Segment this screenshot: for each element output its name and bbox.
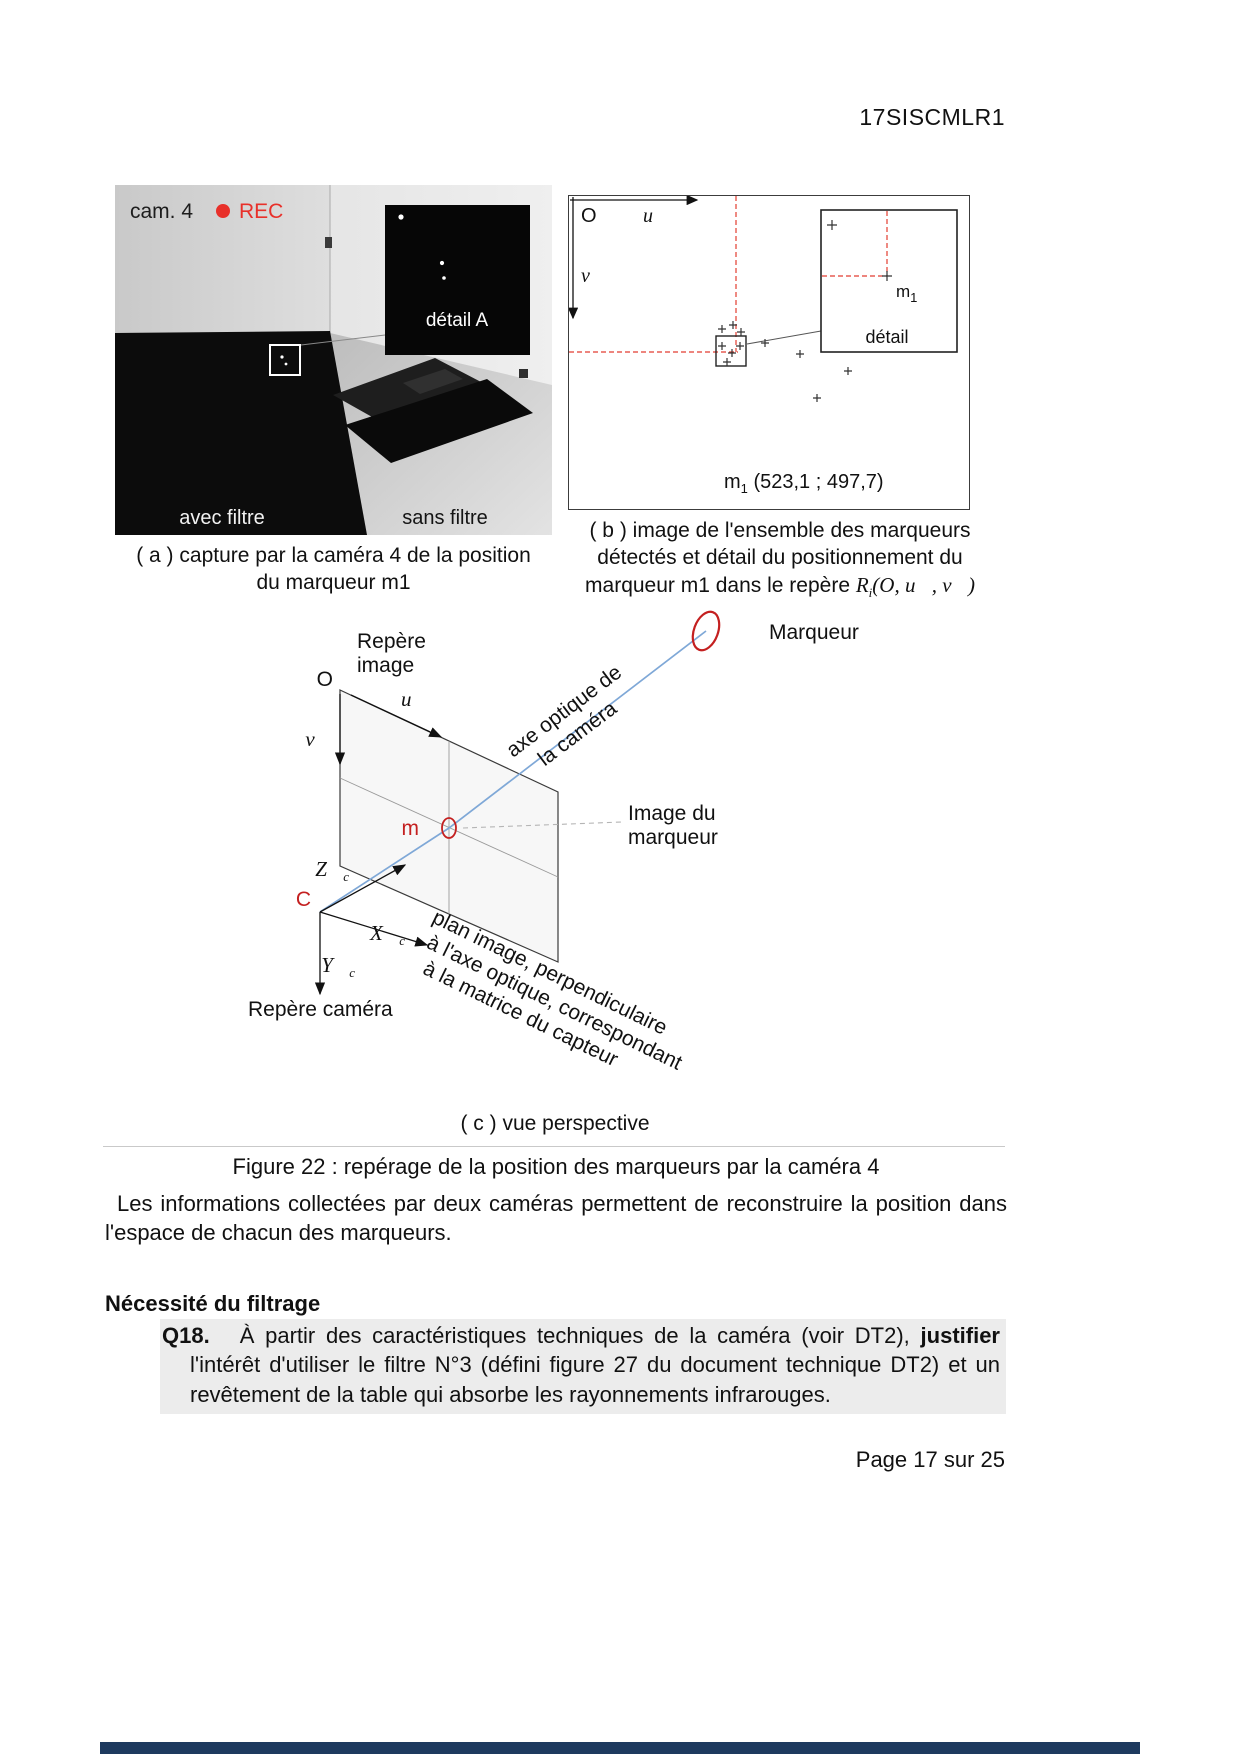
wall-fixture [519,369,528,378]
device-base [345,379,533,463]
sans-filtre-label: sans filtre [402,507,488,529]
question-bold-word: justifier [920,1323,1000,1348]
bottom-bar [100,1742,1140,1754]
detected-markers-group [718,321,852,402]
marqueur-label: Marqueur [769,621,859,644]
marker-cross [813,394,821,402]
marker-dot [398,214,404,220]
zc-label: Z⃗c [315,857,349,884]
figure-c-diagram: Repère image O u⃗ v⃗ Marqueur axe optiqu… [105,608,915,1108]
repere-image-label-line2: image [357,654,414,677]
yc-label: Y⃗c [321,953,355,980]
repere-image-label-line1: Repère [357,630,426,653]
detail-label: détail [865,327,908,347]
v-axis-label: v⃗ [305,727,331,751]
u-axis-label: u⃗ [401,687,428,711]
figure-a-photo: détail A cam. 4 REC avec filtre sans fil… [115,185,552,535]
camera-label: cam. 4 [130,200,193,223]
detail-box [820,209,958,353]
figure-a-canvas: détail A cam. 4 REC avec filtre sans fil… [115,185,552,535]
marker-target-square [269,344,301,376]
figure-b-caption-line1: ( b ) image de l'ensemble des marqueurs [589,519,971,542]
page-footer: Page 17 sur 25 [855,1447,1005,1472]
figure-b-caption-line3: marqueur m1 dans le repère Ri(O, u⃗, v⃗) [555,572,1005,602]
marker-cross [844,367,852,375]
figure-b-caption-line2: détectés et détail du positionnement du [597,546,963,570]
marker-cluster-box [715,335,747,367]
zc-axis-arrow [319,864,407,913]
marker-cross [737,328,745,336]
figure-b-caption: ( b ) image de l'ensemble des marqueurs … [555,517,1005,602]
figure-b-canvas: O u⃗ v⃗ m1 détail m1 (523,1 ; 497,7) [567,194,958,496]
figure-b-diagram: O u⃗ v⃗ m1 détail m1 (523,1 ; 497,7) [567,194,970,510]
image-du-marqueur-label-line2: marqueur [628,826,718,849]
optical-axis-line [319,630,707,913]
detail-connector-line [746,330,822,345]
m1-coordinates: m1 (523,1 ; 497,7) [724,471,884,496]
figure22-caption: Figure 22 : repérage de la position des … [232,1154,880,1179]
figure-c-caption: ( c ) vue perspective [460,1112,650,1135]
marker-cross [718,342,726,350]
detail-inset-label: détail A [426,310,489,331]
figure-a-caption-line2: du marqueur m1 [256,570,411,594]
repere-camera-label: Repère caméra [248,998,393,1021]
figure-a-caption: ( a ) capture par la caméra 4 de la posi… [115,543,552,597]
marker-cross [729,321,737,329]
marker-cross [882,271,892,281]
doc-reference: 17SISCMLR1 [859,104,1005,130]
marqueur-ellipse [691,610,721,652]
marker-dot [280,355,284,359]
marker-cross [723,358,731,366]
u-axis-label: u⃗ [643,205,669,227]
axe-optique-label: axe optique de la caméra [502,661,626,771]
question-number: Q18. [162,1323,210,1348]
question-text-part2: l'intérêt d'utiliser le filtre N°3 (défi… [190,1352,1000,1407]
zoom-connector-line [300,334,386,346]
body-paragraph: Les informations collectées par deux cam… [105,1191,1007,1246]
marker-cross [761,339,769,347]
m1-label: m1 [896,282,917,305]
figure-b-caption-line3-text: marqueur m1 dans le repère [585,573,856,597]
repere-math-notation: Ri(O, u⃗, v⃗) [855,572,975,600]
section-heading: Nécessité du filtrage [105,1291,321,1316]
marker-cross [718,325,726,333]
figure-a-caption-line1: ( a ) capture par la caméra 4 de la posi… [136,544,531,567]
marker-cross [827,220,837,230]
u-axis-arrow [350,694,443,738]
marker-cross [796,350,804,358]
wall-fixture [325,237,332,248]
detail-markers-group [827,220,892,281]
m-point-circle [441,817,457,839]
v-axis-label: v⃗ [581,265,605,287]
rec-dot-icon [216,204,230,218]
question-q18: Q18. À partir des caractéristiques techni… [160,1319,1006,1414]
xc-label: X⃗c [369,921,405,948]
figure-divider-line [103,1146,1005,1147]
m-label: m [402,817,420,840]
marker-dot [442,276,446,280]
detail-inset [385,205,530,355]
figure-c-canvas: Repère image O u⃗ v⃗ Marqueur axe optiqu… [248,610,859,1075]
image-du-marqueur-label-line1: Image du [628,802,716,825]
rec-label: REC [239,200,283,223]
origin-label: O [581,205,597,227]
question-text-part1: À partir des caractéristiques techniques… [239,1323,921,1348]
question-text: Q18. À partir des caractéristiques techni… [160,1319,1006,1414]
table-with-filter [115,331,367,535]
xc-axis-arrow [319,911,429,947]
camera-center-label: C [296,888,311,911]
origin-label: O [317,668,333,691]
marker-dot [439,260,445,266]
marker-cross [736,342,744,350]
avec-filtre-label: avec filtre [179,507,265,529]
device-screen [403,369,463,394]
marker-dot [284,362,288,366]
marker-cross [728,349,736,357]
